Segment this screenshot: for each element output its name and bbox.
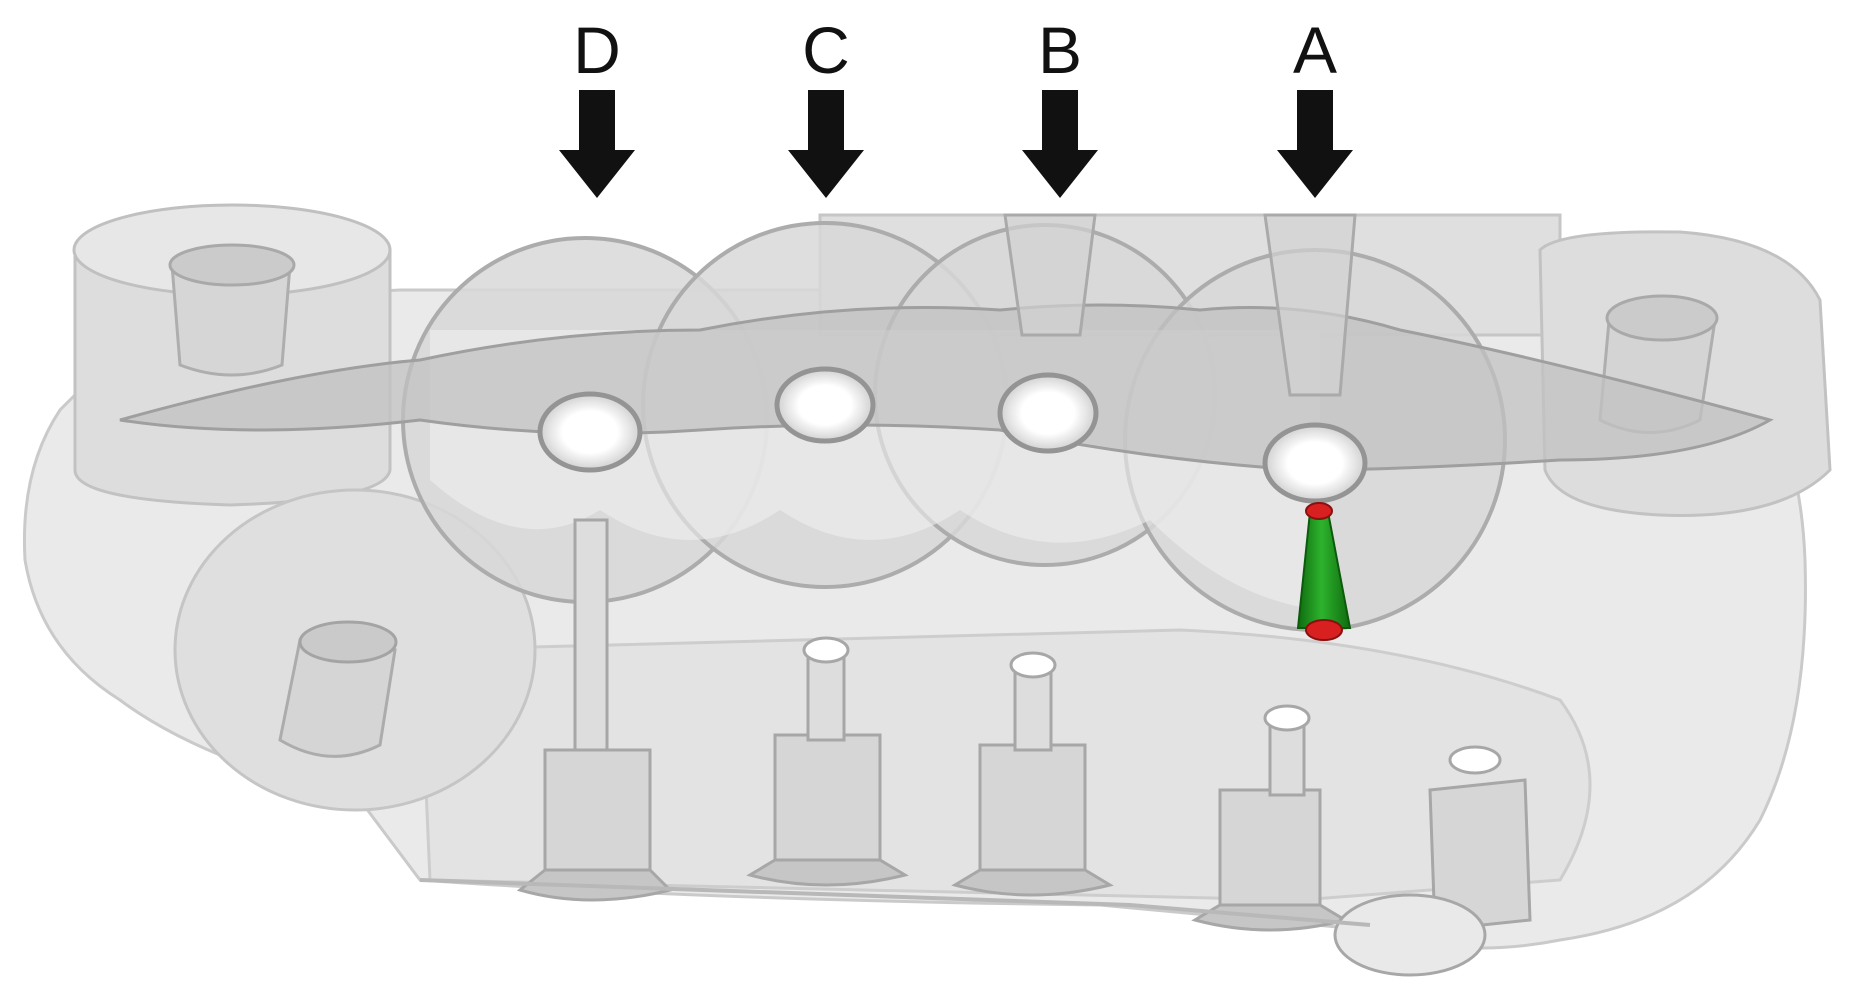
model-base bbox=[419, 878, 1371, 927]
marker-b-label: B bbox=[1038, 13, 1082, 87]
drill-pin-top-cap bbox=[1305, 502, 1333, 520]
marker-a: A bbox=[1277, 13, 1353, 198]
drill-hole-b bbox=[997, 372, 1099, 454]
implant-posts bbox=[516, 518, 1532, 977]
marker-a-label: A bbox=[1293, 13, 1337, 87]
marker-d: D bbox=[559, 13, 635, 198]
implant-post-right bbox=[1428, 778, 1532, 932]
left-tube-inner bbox=[170, 264, 292, 377]
funnel-b bbox=[1003, 213, 1097, 337]
down-arrow-icon bbox=[1022, 90, 1098, 198]
implant-post-b bbox=[978, 743, 1087, 887]
implant-post-a bbox=[1218, 788, 1322, 922]
down-arrow-icon bbox=[788, 90, 864, 198]
marker-c: C bbox=[788, 13, 864, 198]
occlusal-band bbox=[119, 303, 1774, 472]
implant-post-c bbox=[773, 733, 882, 877]
marker-c-label: C bbox=[802, 13, 850, 87]
drill-holes bbox=[537, 366, 1368, 504]
marker-b: B bbox=[1022, 13, 1098, 198]
drill-pin-bottom-cap bbox=[1305, 619, 1343, 641]
down-arrow-icon bbox=[1277, 90, 1353, 198]
drill-hole-d bbox=[537, 391, 643, 473]
guide-model bbox=[22, 203, 1832, 977]
drill-hole-c bbox=[774, 366, 876, 444]
drill-pin bbox=[1296, 502, 1352, 641]
drill-hole-a bbox=[1262, 422, 1368, 504]
marker-d-label: D bbox=[573, 13, 621, 87]
funnel-a bbox=[1263, 213, 1357, 397]
down-arrow-icon bbox=[559, 90, 635, 198]
